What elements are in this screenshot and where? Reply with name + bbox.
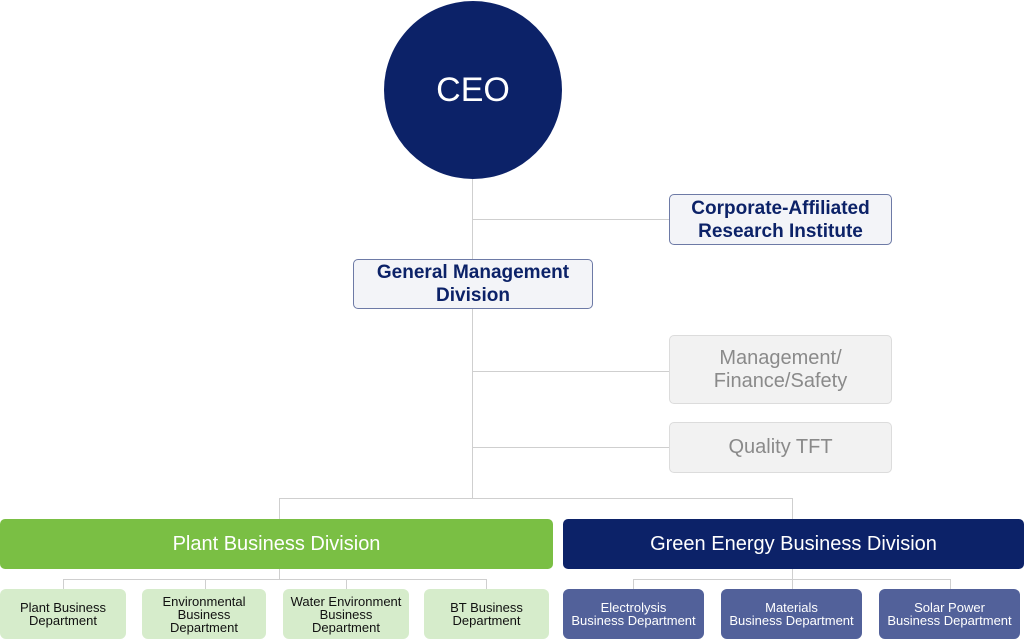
management-finance-safety-node: Management/ Finance/Safety	[669, 335, 892, 404]
connector-plant-dept-2	[205, 579, 206, 590]
environmental-business-department-node: Environmental Business Department	[142, 589, 266, 639]
connector-green-dept-2	[792, 579, 793, 590]
green-energy-business-division-label: Green Energy Business Division	[650, 532, 937, 555]
research-institute-label: Corporate-Affiliated Research Institute	[691, 197, 870, 242]
connector-plant-dept-1	[63, 579, 64, 590]
connector-plant-dept-4	[486, 579, 487, 590]
environmental-business-department-label: Environmental Business Department	[162, 593, 246, 635]
water-environment-business-department-label: Water Environment Business Department	[290, 593, 402, 635]
connector-divisions-horizontal	[279, 498, 793, 499]
connector-research-institute	[472, 219, 670, 220]
connector-quality-tft	[472, 447, 670, 448]
connector-green-division	[792, 498, 793, 520]
bt-business-department-node: BT Business Department	[424, 589, 549, 639]
connector-management-finance	[472, 371, 670, 372]
ceo-node: CEO	[384, 1, 562, 179]
connector-plant-depts-stem	[279, 568, 280, 579]
water-environment-business-department-node: Water Environment Business Department	[283, 589, 409, 639]
connector-green-depts-horizontal	[633, 579, 950, 580]
connector-plant-depts-horizontal	[63, 579, 487, 580]
quality-tft-node: Quality TFT	[669, 422, 892, 473]
bt-business-department-label: BT Business Department	[450, 600, 523, 628]
connector-green-dept-1	[633, 579, 634, 590]
plant-business-division-label: Plant Business Division	[172, 532, 381, 555]
quality-tft-label: Quality TFT	[728, 436, 833, 458]
research-institute-node: Corporate-Affiliated Research Institute	[669, 194, 892, 245]
solar-power-business-department-node: Solar Power Business Department	[879, 589, 1020, 639]
ceo-label: CEO	[436, 70, 510, 109]
general-management-node: General Management Division	[353, 259, 593, 309]
connector-green-depts-stem	[792, 568, 793, 579]
connector-green-dept-3	[950, 579, 951, 590]
materials-business-department-node: Materials Business Department	[721, 589, 862, 639]
connector-plant-division	[279, 498, 280, 520]
plant-business-department-label: Plant Business Department	[20, 600, 106, 628]
materials-business-department-label: Materials Business Department	[729, 600, 854, 628]
solar-power-business-department-label: Solar Power Business Department	[887, 600, 1012, 628]
connector-ceo-trunk	[472, 178, 473, 498]
plant-business-division-node: Plant Business Division	[0, 519, 553, 569]
electrolysis-business-department-node: Electrolysis Business Department	[563, 589, 704, 639]
plant-business-department-node: Plant Business Department	[0, 589, 126, 639]
management-finance-safety-label: Management/ Finance/Safety	[713, 346, 848, 392]
green-energy-business-division-node: Green Energy Business Division	[563, 519, 1024, 569]
connector-plant-dept-3	[346, 579, 347, 590]
general-management-label: General Management Division	[376, 262, 570, 306]
electrolysis-business-department-label: Electrolysis Business Department	[571, 600, 696, 628]
